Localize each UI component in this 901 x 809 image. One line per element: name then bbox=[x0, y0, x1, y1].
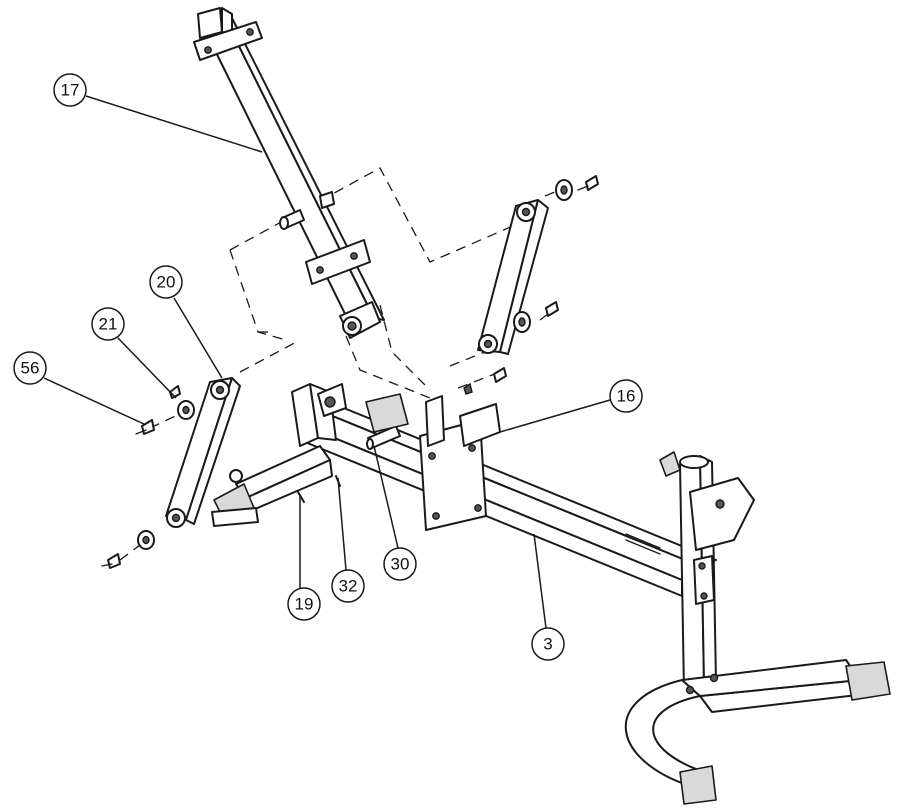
callout-21: 21 bbox=[91, 307, 177, 399]
callout-3: 3 bbox=[531, 533, 565, 661]
callout-16: 16 bbox=[499, 379, 643, 433]
callout-16-label: 16 bbox=[617, 387, 636, 406]
right-link-arm bbox=[477, 199, 549, 355]
callout-20-label: 20 bbox=[157, 273, 176, 292]
left-hardware bbox=[101, 385, 195, 569]
callout-17-label: 17 bbox=[61, 81, 80, 100]
right-hardware bbox=[463, 175, 599, 395]
callout-3-label: 3 bbox=[543, 635, 552, 654]
callout-56-label: 56 bbox=[21, 359, 40, 378]
callout-56: 56 bbox=[13, 351, 145, 425]
callout-21-label: 21 bbox=[99, 315, 118, 334]
callout-17: 17 bbox=[53, 73, 263, 153]
part-3-main-frame bbox=[211, 383, 891, 805]
callout-19-label: 19 bbox=[295, 595, 314, 614]
part-17-upright-post bbox=[193, 7, 385, 339]
callout-32: 32 bbox=[331, 477, 365, 603]
callout-30-label: 30 bbox=[391, 555, 410, 574]
part-20-left-link-arm bbox=[165, 377, 241, 528]
callout-19: 19 bbox=[287, 494, 321, 621]
callout-32-label: 32 bbox=[339, 577, 358, 596]
callout-30: 30 bbox=[373, 445, 417, 581]
callout-20: 20 bbox=[149, 265, 223, 379]
